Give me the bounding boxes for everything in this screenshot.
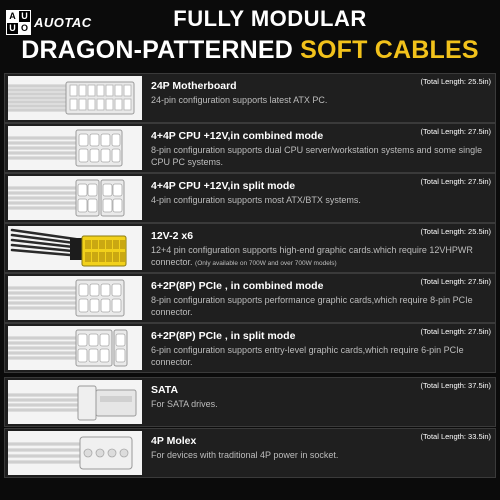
cable-length: (Total Length: 25.5in)	[420, 77, 491, 86]
subtitle-white-part: DRAGON-PATTERNED	[21, 36, 301, 64]
cable-availability-note: (Only available on 700W and over 700W mo…	[195, 260, 337, 267]
page-subtitle: DRAGON-PATTERNED SOFT CABLES	[0, 36, 500, 65]
cable-row-12vhpwr: 12V-2 x6 (Total Length: 25.5in) 12+4 pin…	[4, 223, 496, 273]
cable-description: 4-pin configuration supports most ATX/BT…	[151, 195, 361, 205]
12vhpwr-connector-icon	[8, 226, 142, 270]
logo-letter: U	[18, 10, 31, 23]
cable-length: (Total Length: 27.5in)	[420, 177, 491, 186]
sata-connector-icon	[8, 380, 142, 424]
cable-row-cpu-combined: 4+4P CPU +12V,in combined mode (Total Le…	[4, 123, 496, 173]
pcie-8pin-connector-icon	[8, 276, 142, 320]
cable-name: 4+4P CPU +12V,in combined mode	[151, 130, 324, 142]
cable-description: For SATA drives.	[151, 399, 218, 409]
header: A U U O AUOTAC FULLY MODULAR DRAGON-PATT…	[0, 0, 500, 72]
cable-name: 24P Motherboard	[151, 80, 237, 92]
subtitle-accent-part: SOFT CABLES	[300, 36, 479, 64]
cable-length: (Total Length: 37.5in)	[420, 381, 491, 390]
cpu-4pin-connector-icon	[8, 176, 142, 220]
cable-length: (Total Length: 27.5in)	[420, 127, 491, 136]
brand-logo: A U U O AUOTAC	[2, 6, 112, 40]
atx-24pin-connector-icon	[8, 76, 142, 120]
cable-name: 6+2P(8P) PCIe , in combined mode	[151, 280, 324, 292]
cpu-8pin-connector-icon	[8, 126, 142, 170]
pcie-6pin-connector-icon	[8, 326, 142, 370]
cable-description: 12+4 pin configuration supports high-end…	[151, 244, 491, 270]
cable-description: 8-pin configuration supports dual CPU se…	[151, 145, 483, 167]
cable-description: For devices with traditional 4P power in…	[151, 450, 339, 460]
cable-description: 8-pin configuration supports performance…	[151, 295, 473, 317]
cable-row-sata: SATA (Total Length: 37.5in) For SATA dri…	[4, 377, 496, 427]
cable-length: (Total Length: 33.5in)	[420, 432, 491, 441]
logo-letter: O	[18, 22, 31, 35]
cable-name: 4+4P CPU +12V,in split mode	[151, 180, 296, 192]
cable-name: SATA	[151, 384, 179, 396]
cable-row-molex: 4P Molex (Total Length: 33.5in) For devi…	[4, 428, 496, 478]
cable-length: (Total Length: 25.5in)	[420, 227, 491, 236]
cable-row-motherboard: 24P Motherboard (Total Length: 25.5in) 2…	[4, 73, 496, 123]
brand-name: AUOTAC	[34, 15, 92, 30]
cable-row-pcie-split: 6+2P(8P) PCIe , in split mode (Total Len…	[4, 323, 496, 373]
cable-length: (Total Length: 27.5in)	[420, 277, 491, 286]
cable-length: (Total Length: 27.5in)	[420, 327, 491, 336]
cable-name: 4P Molex	[151, 435, 197, 447]
cable-description: 6-pin configuration supports entry-level…	[151, 345, 464, 367]
molex-connector-icon	[8, 431, 142, 475]
cable-description: 24-pin configuration supports latest ATX…	[151, 95, 328, 105]
cable-name: 6+2P(8P) PCIe , in split mode	[151, 330, 296, 342]
cable-name: 12V-2 x6	[151, 230, 194, 242]
cable-row-pcie-combined: 6+2P(8P) PCIe , in combined mode (Total …	[4, 273, 496, 323]
page-title: FULLY MODULAR	[173, 6, 367, 31]
cable-description-text: 12+4 pin configuration supports high-end…	[151, 245, 473, 267]
cable-row-cpu-split: 4+4P CPU +12V,in split mode (Total Lengt…	[4, 173, 496, 223]
